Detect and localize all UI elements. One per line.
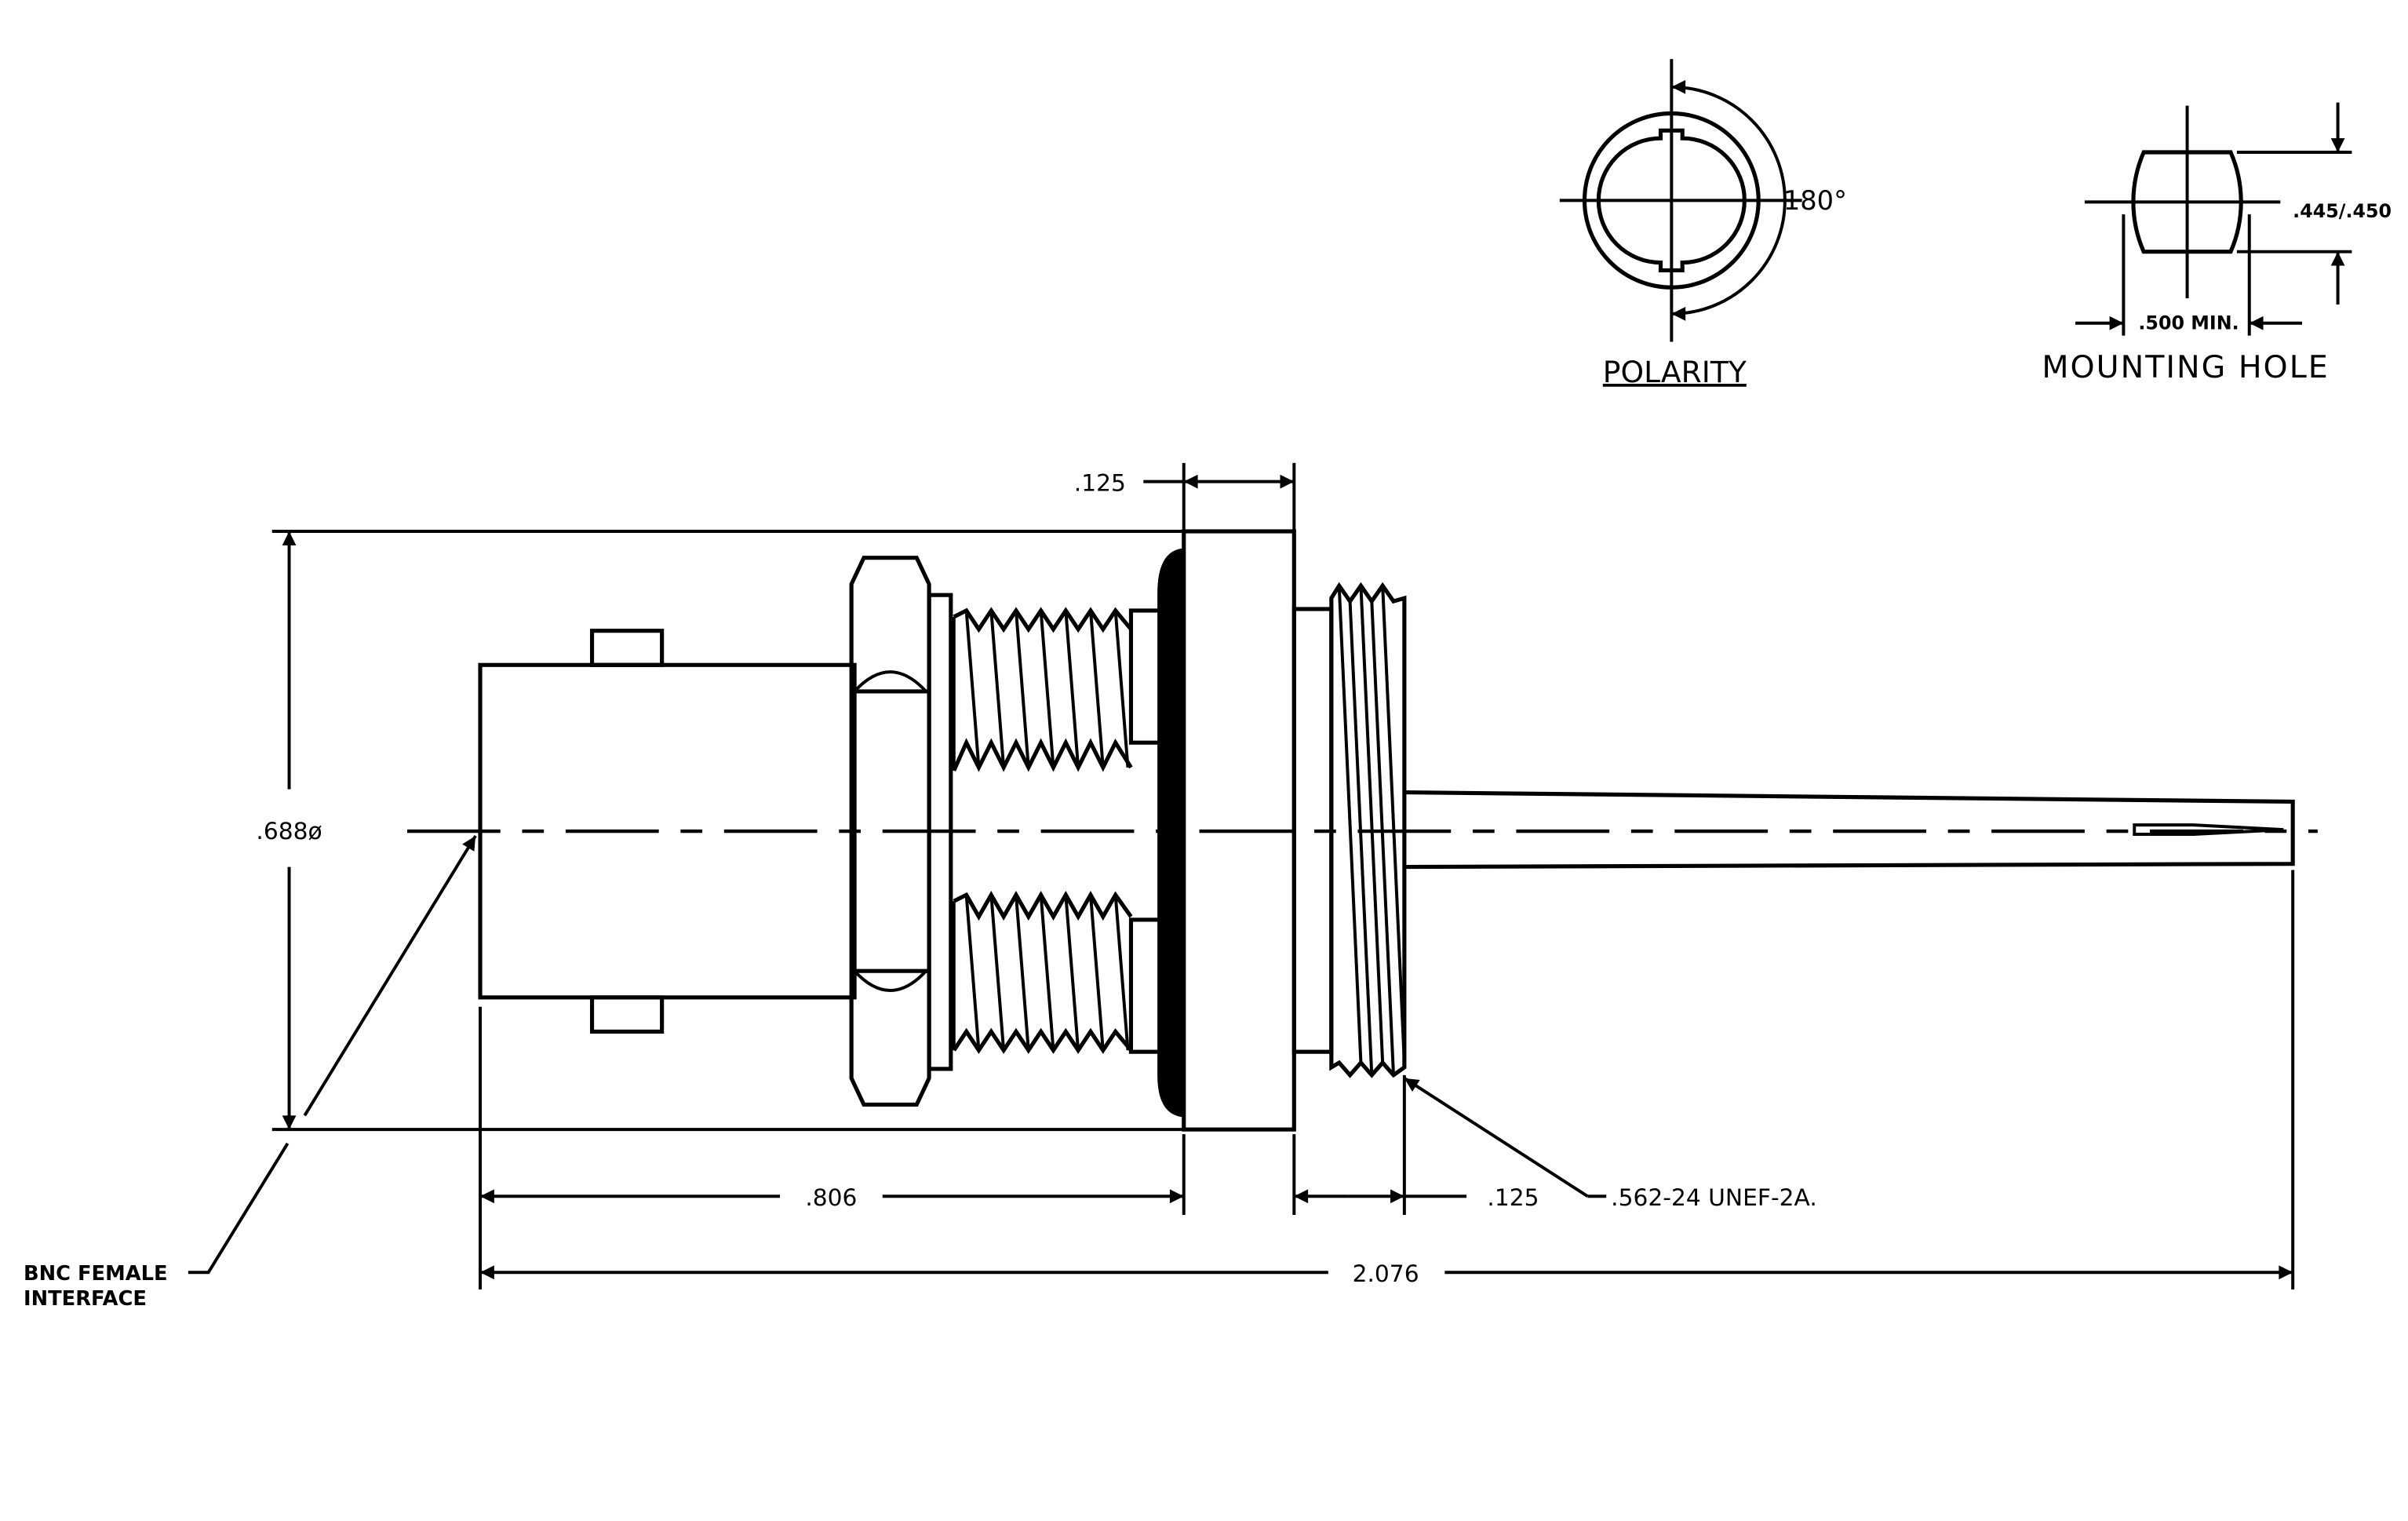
thread-lower [952,891,1164,1054]
contact-pin [1404,790,2295,870]
thread-spec-callout: .562-24 UNEF-2A. [1611,1184,1817,1212]
hex-nut [849,556,931,1107]
polarity-label: POLARITY [1603,355,1747,389]
dimensions: .688ø .125 .806 .125 2.076 .562-24 UNEF-… [24,462,2295,1311]
lock-washer [927,593,953,1071]
thread-upper [952,607,1164,772]
polarity-arc-arrow [1671,79,1787,321]
polarity-angle: 180° [1783,185,1847,216]
polarity-view: 180° POLARITY [1559,59,1847,389]
interface-callout-line1: BNC FEMALE [24,1262,168,1286]
interface-callout-line2: INTERFACE [24,1287,147,1311]
mounting-hole-view: .445/.450 .500 MIN. MOUNTING HOLE [2042,102,2392,385]
o-ring-gasket [1157,548,1184,1118]
rear-thread [1329,582,1407,1078]
mounting-hole-width-dimension: .500 MIN. [2138,312,2239,334]
flange-thickness-dimension: .125 [1074,470,1126,498]
interface-length-dimension: .806 [805,1184,857,1212]
overall-length-dimension: 2.076 [1353,1260,1419,1288]
mounting-hole-flat-dimension: .445/.450 [2293,200,2392,222]
connector-side-view [406,529,2318,1290]
diameter-dimension: .688ø [256,818,322,845]
thread-length-dimension: .125 [1487,1184,1539,1212]
mounting-hole-label: MOUNTING HOLE [2042,349,2329,385]
